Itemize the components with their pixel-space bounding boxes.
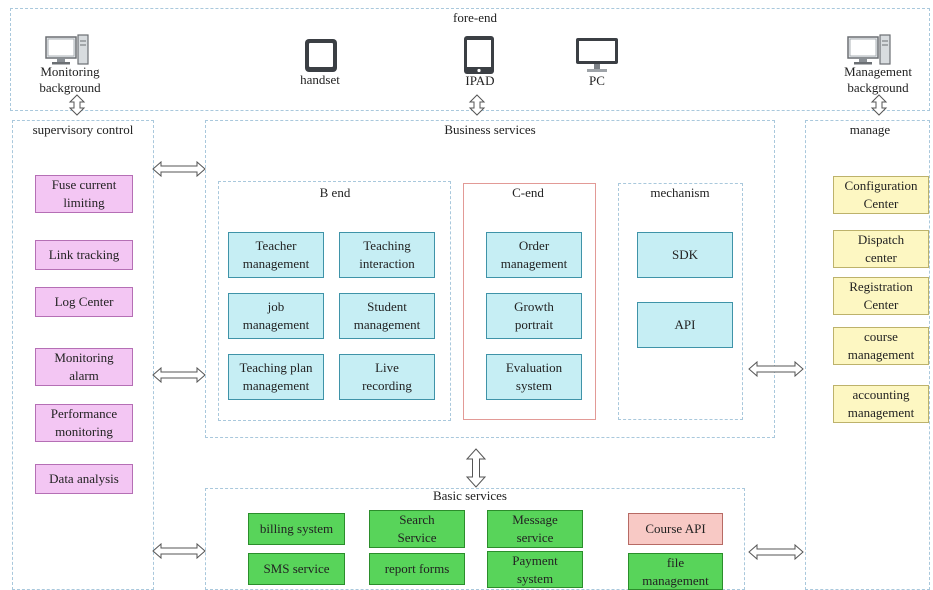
api-box: API — [637, 302, 733, 348]
basic-services-title: Basic services — [432, 488, 507, 503]
live-recording-box: Live recording — [339, 354, 435, 400]
tablet-icon — [461, 34, 497, 76]
mechanism-panel — [618, 183, 743, 420]
growth-portrait-box: Growth portrait — [486, 293, 582, 339]
double-arrow-vertical-icon — [68, 94, 86, 121]
monitor-icon — [574, 36, 620, 74]
payment-system-box: Payment system — [487, 551, 583, 588]
course-management-box: course management — [833, 327, 929, 365]
management-background-label: Management background — [844, 64, 912, 95]
business-services-panel — [205, 120, 775, 438]
b-end-title: B end — [319, 185, 351, 200]
desktop-computer-icon — [846, 34, 892, 66]
frontend-title: fore-end — [452, 10, 498, 25]
order-management-box: Order management — [486, 232, 582, 278]
pc-label: PC — [589, 73, 605, 88]
double-arrow-horizontal-icon — [152, 366, 206, 389]
smartphone-icon — [301, 36, 341, 76]
mechanism-title: mechanism — [650, 185, 710, 200]
double-arrow-vertical-icon — [465, 448, 487, 493]
data-analysis-box: Data analysis — [35, 464, 133, 494]
billing-system-box: billing system — [248, 513, 345, 545]
c-end-panel — [463, 183, 596, 420]
monitoring-background-label: Monitoring background — [39, 64, 101, 95]
link-tracking-box: Link tracking — [35, 240, 133, 270]
registration-center-box: Registration Center — [833, 277, 929, 315]
double-arrow-horizontal-icon — [748, 360, 804, 383]
business-services-title: Business services — [444, 122, 536, 137]
evaluation-system-box: Evaluation system — [486, 354, 582, 400]
double-arrow-horizontal-icon — [748, 543, 804, 566]
job-management-box: job management — [228, 293, 324, 339]
performance-monitoring-box: Performance monitoring — [35, 404, 133, 442]
file-management-box: file management — [628, 553, 723, 590]
teacher-management-box: Teacher management — [228, 232, 324, 278]
b-end-panel — [218, 181, 451, 421]
configuration-center-box: Configuration Center — [833, 176, 929, 214]
report-forms-box: report forms — [369, 553, 465, 585]
fuse-current-limiting-box: Fuse current limiting — [35, 175, 133, 213]
handset-label: handset — [300, 72, 340, 87]
message-service-box: Message service — [487, 510, 583, 548]
double-arrow-vertical-icon — [468, 94, 486, 121]
double-arrow-vertical-icon — [870, 94, 888, 121]
desktop-computer-icon — [44, 34, 90, 66]
sms-service-box: SMS service — [248, 553, 345, 585]
double-arrow-horizontal-icon — [152, 542, 206, 565]
teaching-interaction-box: Teaching interaction — [339, 232, 435, 278]
sdk-box: SDK — [637, 232, 733, 278]
dispatch-center-box: Dispatch center — [833, 230, 929, 268]
frontend-panel — [10, 8, 930, 111]
c-end-title: C-end — [512, 185, 544, 200]
accounting-management-box: accounting management — [833, 385, 929, 423]
monitoring-alarm-box: Monitoring alarm — [35, 348, 133, 386]
student-management-box: Student management — [339, 293, 435, 339]
course-api-box: Course API — [628, 513, 723, 545]
search-service-box: Search Service — [369, 510, 465, 548]
ipad-label: IPAD — [465, 73, 495, 88]
log-center-box: Log Center — [35, 287, 133, 317]
manage-title: manage — [849, 122, 891, 137]
supervisory-control-title: supervisory control — [32, 122, 134, 137]
teaching-plan-management-box: Teaching plan management — [228, 354, 324, 400]
double-arrow-horizontal-icon — [152, 160, 206, 183]
